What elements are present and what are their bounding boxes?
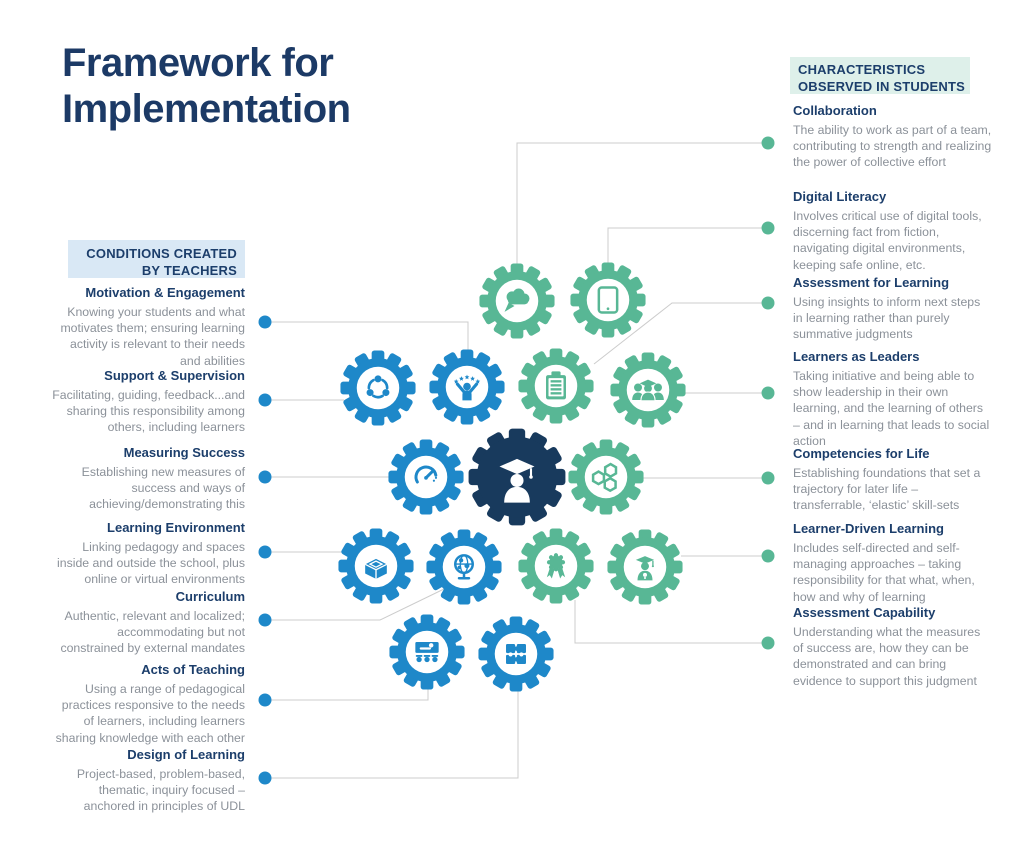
connector-dot	[258, 613, 272, 627]
gear-hexagons	[568, 439, 644, 515]
gear-tablet	[570, 262, 646, 338]
connector-dot	[761, 549, 775, 563]
gear-gauge	[388, 439, 464, 515]
gear-person-stars	[429, 349, 505, 425]
gear-chat-bubbles	[479, 263, 555, 339]
connector-dot	[258, 393, 272, 407]
connector-dot	[258, 693, 272, 707]
connector-dot	[761, 296, 775, 310]
connector-dot	[258, 315, 272, 329]
gear-ribbon-medal	[518, 528, 594, 604]
connector-dot	[761, 386, 775, 400]
connector-dot	[761, 471, 775, 485]
gear-graduate-group	[610, 352, 686, 428]
connector-dot	[258, 545, 272, 559]
connector-dot	[258, 470, 272, 484]
right-column-header: CHARACTERISTICS OBSERVED IN STUDENTS	[790, 57, 970, 94]
connector-dot	[761, 136, 775, 150]
gear-puzzle	[478, 616, 554, 692]
gear-graduate-person	[468, 428, 566, 526]
gear-globe	[426, 529, 502, 605]
left-column-header: CONDITIONS CREATED BY TEACHERS	[68, 240, 245, 278]
connector-dot	[258, 771, 272, 785]
connector-dot	[761, 636, 775, 650]
connector-dot	[761, 221, 775, 235]
gear-clipboard	[518, 348, 594, 424]
page-title: Framework for Implementation	[62, 41, 351, 131]
gear-open-box	[338, 528, 414, 604]
gear-graduate-student	[607, 529, 683, 605]
gear-people-cycle	[340, 350, 416, 426]
gear-teacher-board	[389, 614, 465, 690]
